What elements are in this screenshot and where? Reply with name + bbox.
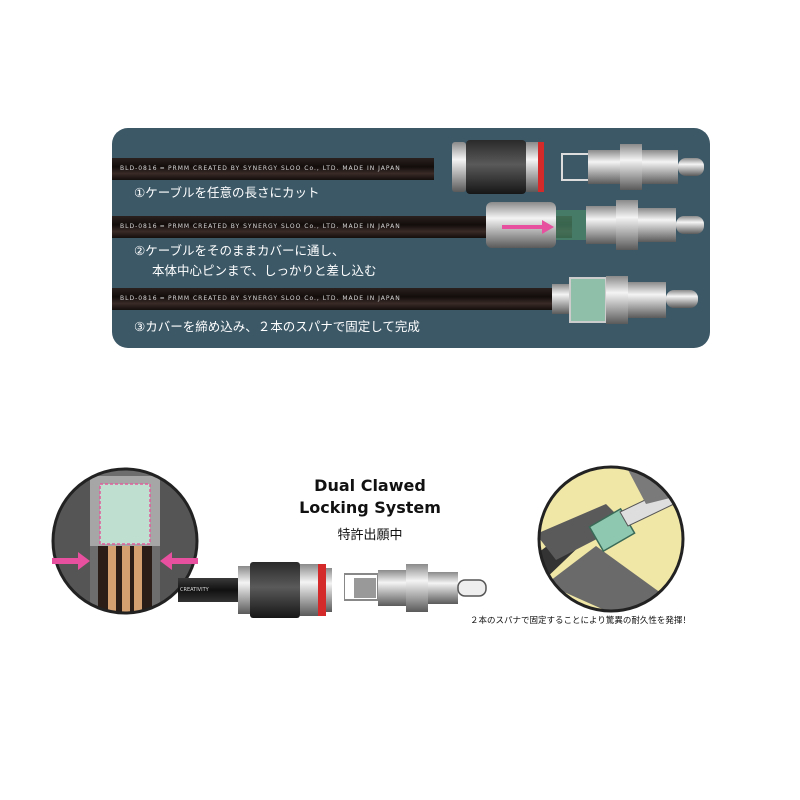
step-2-label: ②ケーブルをそのままカバーに通し、 [134,243,345,258]
bottom-cover [238,562,332,618]
cover-and-plug-1 [452,140,704,194]
cable-1: BLD-0816 ━ PRMM CREATED BY SYNERGY SLOO … [112,158,434,180]
cable-3: BLD-0816 ━ PRMM CREATED BY SYNERGY SLOO … [112,288,572,310]
feature-title-line2: Locking System [299,498,441,517]
claw-detail-circle [51,467,199,615]
bottom-cable: CREATIVITY [178,578,240,602]
cover-and-plug-2 [486,200,704,250]
pink-arrow-left-icon [160,552,198,570]
step-3-label: ③カバーを締め込み、２本のスパナで固定して完成 [134,319,420,334]
patent-pending: 特許出願中 [337,528,403,543]
wrench-caption: ２本のスパナで固定することにより驚異の耐久性を発揮！ [470,616,691,626]
cable-2: BLD-0816 ━ PRMM CREATED BY SYNERGY SLOO … [112,216,572,238]
step-2-label-line2: 本体中心ピンまで、しっかりと差し込む [152,263,377,278]
instruction-panel: BLD-0816 ━ PRMM CREATED BY SYNERGY SLOO … [112,128,710,348]
feature-title-line1: Dual Clawed [314,476,426,495]
wrench-detail-circle [537,465,685,613]
assembled-plug-3 [552,276,698,324]
step-1-label: ①ケーブルを任意の長さにカット [134,185,320,200]
bottom-plug [344,564,487,612]
pink-arrow-right-icon [52,552,90,570]
